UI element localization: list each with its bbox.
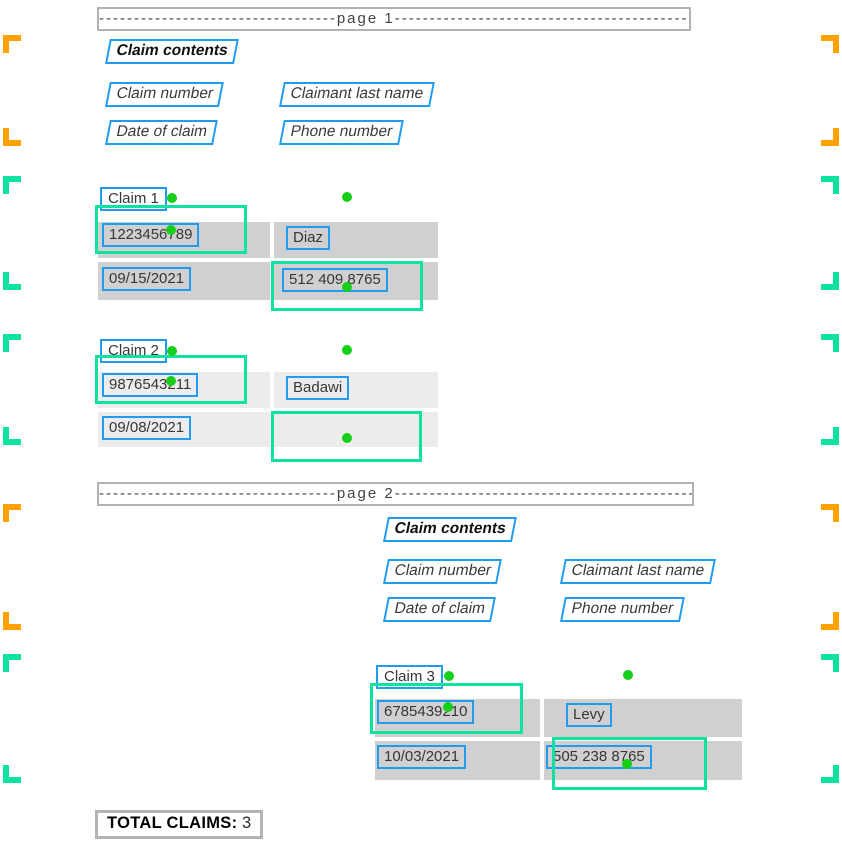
field-label-claim-number[interactable]: Claim number [383, 559, 503, 584]
corner-bracket-icon [821, 176, 839, 194]
claim-3-phone-value[interactable]: 505 238 8765 [546, 745, 652, 769]
corner-bracket-icon [3, 765, 21, 783]
corner-bracket-icon [821, 35, 839, 53]
green-dot-marker-icon [167, 193, 177, 203]
table-cell [274, 412, 438, 447]
green-dot-marker-icon [623, 670, 633, 680]
claim-1-phone-value[interactable]: 512 409 8765 [282, 268, 388, 292]
section-title-claim-contents[interactable]: Claim contents [105, 39, 239, 64]
highlight-box [370, 683, 523, 734]
corner-bracket-icon [821, 427, 839, 445]
field-label-phone-number[interactable]: Phone number [279, 120, 404, 145]
claim-3-date-value[interactable]: 10/03/2021 [377, 745, 467, 769]
claim-2-heading[interactable]: Claim 2 [100, 339, 167, 363]
claim-1-last-name-value[interactable]: Diaz [286, 226, 331, 250]
highlight-box [95, 205, 247, 254]
table-cell [274, 222, 438, 258]
table-cell [544, 699, 742, 737]
total-claims-box: TOTAL CLAIMS: 3 [95, 810, 264, 839]
green-dot-marker-icon [166, 376, 176, 386]
corner-bracket-icon [821, 612, 839, 630]
corner-bracket-icon [3, 176, 21, 194]
corner-bracket-icon [3, 334, 21, 352]
corner-bracket-icon [821, 504, 839, 522]
table-cell [375, 741, 540, 780]
page-2-divider: ----------------------------------page 2… [97, 482, 694, 506]
total-claims-label: TOTAL CLAIMS: [107, 814, 238, 832]
section-title-claim-contents[interactable]: Claim contents [383, 517, 517, 542]
claim-2-date-value[interactable]: 09/08/2021 [102, 416, 192, 440]
field-label-date-of-claim[interactable]: Date of claim [105, 120, 219, 145]
highlight-box [271, 261, 423, 311]
corner-bracket-icon [3, 427, 21, 445]
corner-bracket-icon [3, 612, 21, 630]
field-label-date-of-claim[interactable]: Date of claim [383, 597, 497, 622]
claim-1-date-value[interactable]: 09/15/2021 [102, 267, 192, 291]
highlight-box [552, 737, 707, 790]
field-label-claimant-last-name[interactable]: Claimant last name [279, 82, 435, 107]
claim-3-last-name-value[interactable]: Levy [566, 703, 612, 727]
green-dot-marker-icon [342, 345, 352, 355]
total-claims-value: 3 [241, 814, 252, 832]
field-label-phone-number[interactable]: Phone number [560, 597, 685, 622]
highlight-box [271, 411, 422, 462]
field-label-claim-number[interactable]: Claim number [105, 82, 225, 107]
field-label-claimant-last-name[interactable]: Claimant last name [560, 559, 716, 584]
corner-bracket-icon [821, 128, 839, 146]
green-dot-marker-icon [167, 346, 177, 356]
green-dot-marker-icon [342, 282, 352, 292]
corner-bracket-icon [821, 272, 839, 290]
corner-bracket-icon [3, 128, 21, 146]
table-cell [544, 741, 742, 780]
claim-2-last-name-value[interactable]: Badawi [286, 376, 350, 400]
table-cell [274, 372, 438, 408]
green-dot-marker-icon [342, 192, 352, 202]
highlight-box [95, 355, 247, 404]
green-dot-marker-icon [443, 702, 453, 712]
green-dot-marker-icon [622, 759, 632, 769]
table-cell [375, 699, 540, 737]
corner-bracket-icon [3, 35, 21, 53]
corner-bracket-icon [821, 654, 839, 672]
corner-bracket-icon [3, 272, 21, 290]
green-dot-marker-icon [342, 433, 352, 443]
corner-bracket-icon [3, 504, 21, 522]
corner-bracket-icon [3, 654, 21, 672]
corner-bracket-icon [821, 765, 839, 783]
corner-bracket-icon [821, 334, 839, 352]
green-dot-marker-icon [444, 671, 454, 681]
page-1-divider: ----------------------------------page 1… [97, 7, 691, 31]
green-dot-marker-icon [166, 225, 176, 235]
